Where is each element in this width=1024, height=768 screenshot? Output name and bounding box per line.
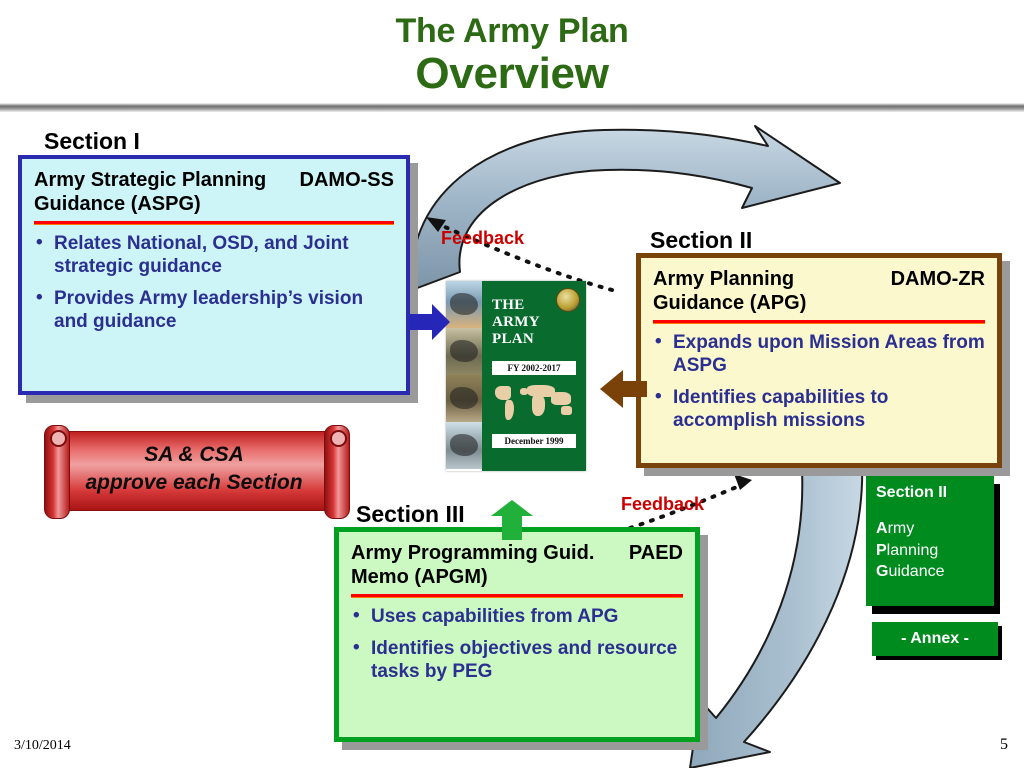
cover-photo-strip (446, 281, 482, 471)
heading-underline (34, 221, 394, 226)
heading-underline (351, 594, 683, 599)
section-three-heading: Army Programming Guid. Memo (APGM) (351, 542, 595, 588)
annex-tab-label: - Annex - (901, 630, 969, 647)
section-one-heading: Army Strategic Planning Guidance (ASPG) (34, 169, 267, 215)
section-two-code: DAMO-ZR (890, 268, 985, 290)
annex-line-3: Guidance (876, 563, 945, 581)
annex-callout: Section II Army Planning Guidance - Anne… (866, 476, 1012, 662)
box-panel: DAMO-ZR Army Planning Guidance (APG) Exp… (636, 253, 1002, 468)
footer-page-number: 5 (1000, 736, 1008, 753)
list-item: Expands upon Mission Areas from ASPG (653, 331, 985, 378)
section-one-label: Section I (44, 128, 140, 154)
list-item: Provides Army leadership’s vision and gu… (34, 287, 394, 334)
scroll-banner-text: SA & CSA approve each Section (60, 441, 328, 498)
header-divider (0, 103, 1024, 112)
section-three-code: PAED (628, 542, 683, 564)
section-three-box: PAED Army Programming Guid. Memo (APGM) … (334, 527, 708, 750)
section-one-heading-row: DAMO-SS Army Strategic Planning Guidance… (34, 169, 394, 216)
scroll-banner: SA & CSA approve each Section (38, 425, 350, 520)
section-two-bullets: Expands upon Mission Areas from ASPG Ide… (653, 331, 985, 433)
slide-header: The Army Plan Overview (0, 0, 1024, 112)
section-two-heading: Army Planning Guidance (APG) (653, 268, 807, 314)
curved-arrow-top (410, 125, 841, 291)
annex-main-panel: Section II Army Planning Guidance (866, 476, 994, 606)
list-item: Uses capabilities from APG (351, 605, 683, 629)
photo-thumbnail-helicopter (446, 422, 482, 469)
cover-fiscal-years: FY 2002-2017 (492, 361, 576, 375)
feedback-dotted-line-upper (426, 217, 614, 292)
list-item: Identifies capabilities to accomplish mi… (653, 386, 985, 433)
section-three-heading-row: PAED Army Programming Guid. Memo (APGM) (351, 542, 683, 589)
section-one-box: DAMO-SS Army Strategic Planning Guidance… (18, 155, 418, 403)
world-map-graphic (491, 382, 579, 428)
annex-line-1: Army (876, 520, 915, 537)
cover-title-line3: PLAN (492, 330, 535, 347)
section-two-box: DAMO-ZR Army Planning Guidance (APG) Exp… (636, 253, 1010, 476)
heading-underline (653, 320, 985, 325)
arrow-left-brown-icon (600, 370, 647, 408)
photo-thumbnail-soldiers (446, 375, 482, 422)
section-one-bullets: Relates National, OSD, and Joint strateg… (34, 232, 394, 334)
section-two-heading-row: DAMO-ZR Army Planning Guidance (APG) (653, 268, 985, 315)
annex-line-2: Planning (876, 541, 939, 559)
scroll-line-2: approve each Section (85, 471, 303, 495)
footer-date: 3/10/2014 (14, 738, 71, 753)
cover-title-line2: ARMY (492, 313, 540, 330)
arrow-up-green-icon (491, 500, 533, 540)
annex-text: Section II Army Planning Guidance (866, 476, 994, 583)
box-panel: DAMO-SS Army Strategic Planning Guidance… (18, 155, 410, 395)
scroll-roll-left (44, 425, 70, 519)
cover-face: THE ARMY PLAN FY 2002-2017 December 1999 (482, 281, 586, 471)
arrow-right-blue-icon (410, 304, 450, 340)
list-item: Identifies objectives and resource tasks… (351, 637, 683, 684)
page-title-line2: Overview (415, 49, 609, 98)
cover-date: December 1999 (492, 434, 576, 448)
page-title-line1: The Army Plan (395, 12, 629, 50)
photo-thumbnail-paratroopers (446, 281, 482, 328)
section-one-code: DAMO-SS (299, 169, 394, 191)
army-plan-book-cover: THE ARMY PLAN FY 2002-2017 December 1999 (446, 281, 586, 471)
annex-subtitle: Army Planning Guidance (876, 518, 994, 583)
feedback-label-upper: Feedback (441, 228, 525, 248)
annex-section-label: Section II (876, 484, 948, 501)
feedback-dotted-line-lower (628, 474, 752, 530)
cover-title-line1: THE (492, 297, 525, 313)
banner-sheet (60, 431, 330, 511)
dod-seal-icon (556, 288, 580, 312)
feedback-label-lower: Feedback (621, 494, 705, 514)
list-item: Relates National, OSD, and Joint strateg… (34, 232, 394, 279)
section-three-label: Section III (356, 501, 465, 527)
box-panel: PAED Army Programming Guid. Memo (APGM) … (334, 527, 700, 742)
photo-thumbnail-tank (446, 328, 482, 375)
section-three-bullets: Uses capabilities from APG Identifies ob… (351, 605, 683, 684)
scroll-roll-right (324, 425, 350, 519)
curved-arrow-bottom (689, 459, 864, 768)
cover-title: THE ARMY PLAN (492, 297, 566, 347)
scroll-line-1: SA & CSA (144, 443, 244, 466)
annex-tab: - Annex - (872, 622, 998, 656)
scroll-knob-icon (330, 430, 347, 447)
scroll-knob-icon (50, 430, 67, 447)
section-two-label: Section II (650, 227, 753, 253)
